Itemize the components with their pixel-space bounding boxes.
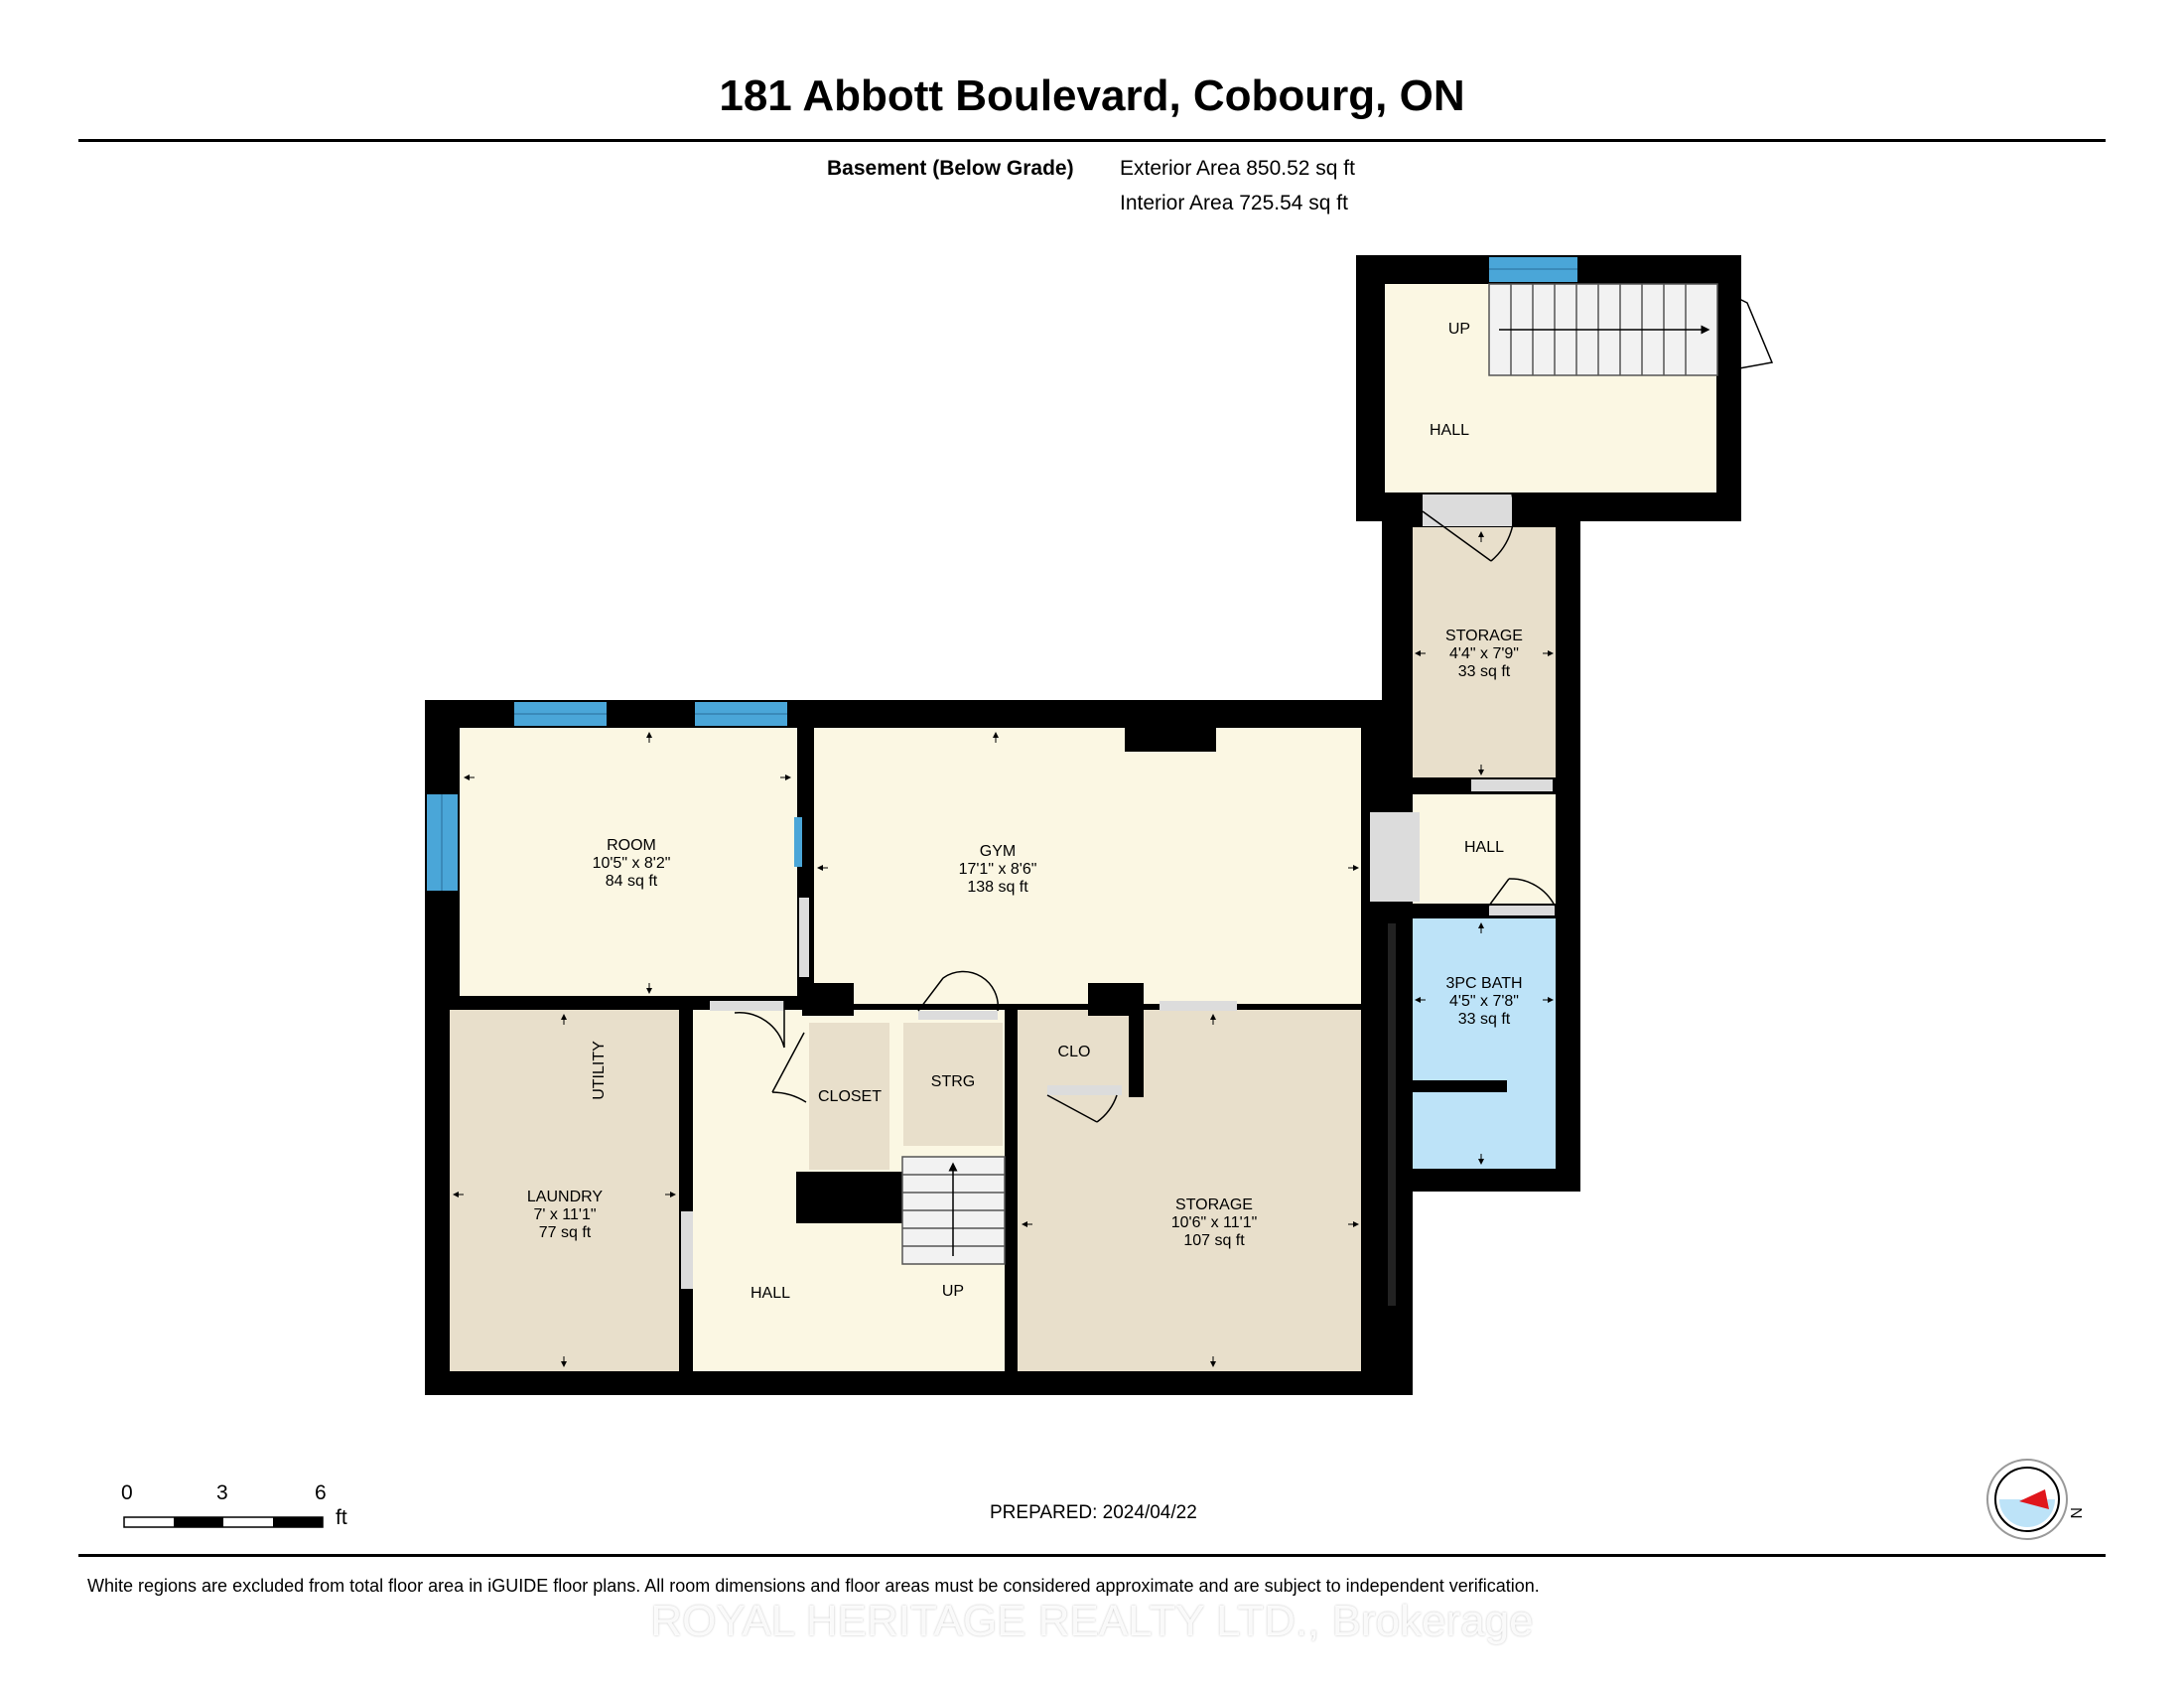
prepared-date: PREPARED: 2024/04/22 — [990, 1502, 1197, 1523]
storage-main-name: STORAGE — [1175, 1196, 1253, 1213]
bath-shower-wall — [1413, 1080, 1507, 1092]
up-lower-label: UP — [942, 1283, 964, 1300]
title-rule — [78, 139, 2106, 142]
bath-area: 33 sq ft — [1458, 1011, 1511, 1028]
compass-label: N — [2067, 1507, 2084, 1519]
room-hall-mid — [1413, 794, 1556, 904]
room-gym — [814, 728, 1361, 1004]
storage-main-area: 107 sq ft — [1183, 1232, 1245, 1249]
utility-label: UTILITY — [591, 1041, 608, 1100]
hall-mid-label: HALL — [1464, 839, 1504, 856]
door-gap-hallmid-bath — [1489, 906, 1555, 915]
closet-label: CLOSET — [818, 1088, 882, 1105]
room-room — [460, 728, 797, 996]
door-gap-room-hall — [710, 1001, 784, 1011]
watermark: ROYAL HERITAGE REALTY LTD., Brokerage — [650, 1597, 1534, 1645]
scale-bar — [123, 1516, 324, 1528]
stairs-lower — [901, 1156, 1006, 1265]
door-swing-clo — [1046, 1094, 1118, 1123]
door-swing-closet — [771, 1032, 807, 1103]
room-strg — [903, 1023, 1003, 1146]
gym-area: 138 sq ft — [967, 879, 1028, 896]
room-bath — [1413, 918, 1556, 1169]
door-gap-storage-hallmid — [1471, 779, 1553, 791]
interior-area: Interior Area 725.54 sq ft — [1120, 192, 1348, 214]
bath-name: 3PC BATH — [1445, 975, 1522, 992]
closet-wall-block — [796, 1172, 903, 1223]
window-room-gym — [794, 817, 802, 867]
door-gap-laundry-hall — [681, 1211, 693, 1289]
door-gap-gym-strg — [918, 1011, 998, 1020]
laundry-area: 77 sq ft — [539, 1224, 592, 1241]
clo-label: CLO — [1058, 1044, 1091, 1060]
door-gap-gym-hallmid — [1370, 812, 1420, 902]
storage-upper-name: STORAGE — [1445, 628, 1523, 644]
gym-pillar-left — [802, 983, 854, 1016]
laundry-dims: 7' x 11'1" — [533, 1206, 596, 1223]
room-storage-main — [1018, 1010, 1361, 1371]
door-swing-halltop — [1422, 493, 1516, 562]
scale-tick-6: 6 — [315, 1481, 327, 1504]
door-swing-stair-top — [1716, 287, 1774, 373]
page-title: 181 Abbott Boulevard, Cobourg, ON — [719, 71, 1465, 120]
door-swing-gym-strg — [917, 970, 1000, 1012]
gym-name: GYM — [980, 843, 1016, 860]
door-gap-room-gym — [799, 898, 809, 977]
room-storage-upper — [1413, 527, 1556, 777]
mech-chase-inner — [1388, 923, 1396, 1306]
hall-top-label: HALL — [1430, 422, 1469, 439]
door-gap-halltop-storage — [1423, 494, 1512, 526]
footer-rule — [78, 1554, 2106, 1557]
room-room-dims: 10'5" x 8'2" — [593, 855, 671, 872]
compass-icon: N — [1986, 1459, 2084, 1540]
laundry-name: LAUNDRY — [527, 1189, 604, 1205]
scale-unit: ft — [336, 1506, 347, 1529]
gym-dims: 17'1" x 8'6" — [959, 861, 1037, 878]
room-room-area: 84 sq ft — [606, 873, 658, 890]
exterior-area: Exterior Area 850.52 sq ft — [1120, 157, 1355, 180]
room-laundry — [450, 1010, 679, 1371]
door-gap-gym-storage — [1160, 1001, 1237, 1011]
room-closet — [809, 1023, 889, 1170]
floor-label: Basement (Below Grade) — [827, 157, 1074, 180]
bath-dims: 4'5" x 7'8" — [1449, 993, 1519, 1010]
up-top-label: UP — [1448, 321, 1470, 338]
gym-column — [1125, 728, 1216, 752]
disclaimer: White regions are excluded from total fl… — [87, 1576, 1540, 1596]
door-swing-room-hall — [734, 1001, 785, 1049]
door-gap-clo — [1047, 1085, 1122, 1095]
door-swing-bath — [1488, 878, 1556, 907]
gym-pillar-right — [1088, 983, 1143, 1016]
scale-tick-0: 0 — [121, 1481, 133, 1504]
room-room-name: ROOM — [607, 837, 656, 854]
dimension-arrows — [453, 531, 1554, 1367]
scale-tick-3: 3 — [216, 1481, 228, 1504]
storage-main-dims: 10'6" x 11'1" — [1171, 1214, 1258, 1231]
stair-wall-lower — [1005, 1010, 1018, 1371]
hall-lower-label: HALL — [751, 1285, 790, 1302]
storage-upper-area: 33 sq ft — [1458, 663, 1511, 680]
strg-label: STRG — [931, 1073, 975, 1090]
storage-upper-dims: 4'4" x 7'9" — [1449, 645, 1519, 662]
stairs-upper — [1488, 283, 1718, 376]
